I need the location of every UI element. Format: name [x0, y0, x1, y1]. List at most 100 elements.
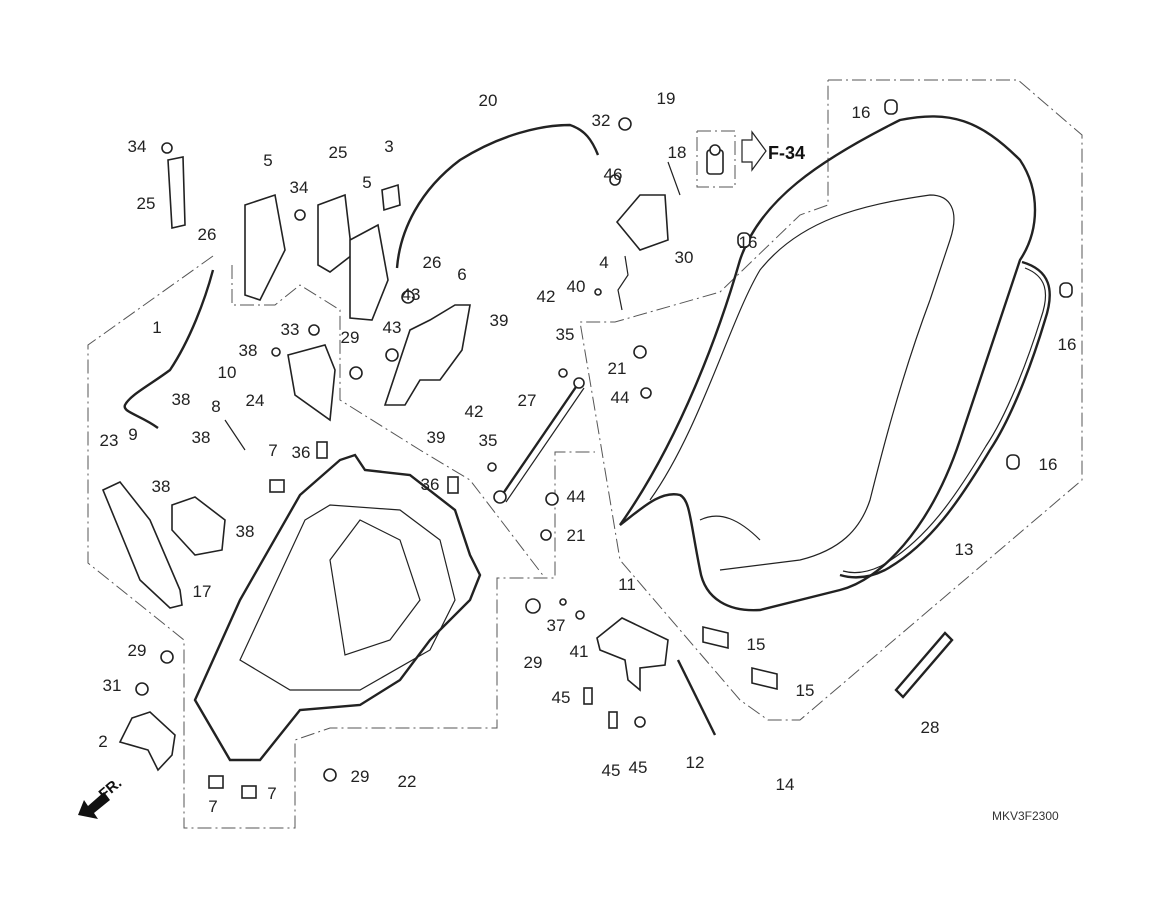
callout-26[interactable]: 26: [423, 253, 442, 272]
callout-7[interactable]: 7: [268, 441, 277, 460]
callout-28[interactable]: 28: [921, 718, 940, 737]
callout-44[interactable]: 44: [611, 388, 630, 407]
callout-25[interactable]: 25: [329, 143, 348, 162]
callout-42[interactable]: 42: [465, 402, 484, 421]
callout-33[interactable]: 33: [281, 320, 300, 339]
callout-23[interactable]: 23: [100, 431, 119, 450]
outline-seat: [579, 79, 1083, 721]
callout-36[interactable]: 36: [421, 475, 440, 494]
callout-16[interactable]: 16: [1058, 335, 1077, 354]
callout-45[interactable]: 45: [602, 761, 621, 780]
callout-35[interactable]: 35: [556, 325, 575, 344]
latch-lever-part: [617, 255, 629, 311]
seat-trim-part[interactable]: [839, 260, 1051, 579]
diagram-code: MKV3F2300: [992, 809, 1059, 823]
hinge-part: [596, 617, 669, 692]
callout-31[interactable]: 31: [103, 676, 122, 695]
callout-38[interactable]: 38: [172, 390, 191, 409]
callout-35[interactable]: 35: [479, 431, 498, 450]
callout-37[interactable]: 37: [547, 616, 566, 635]
callout-39[interactable]: 39: [427, 428, 446, 447]
callout-38[interactable]: 38: [236, 522, 255, 541]
callout-18[interactable]: 18: [668, 143, 687, 162]
callout-1[interactable]: 1: [152, 318, 161, 337]
seat-part[interactable]: [619, 115, 1037, 612]
callout-43[interactable]: 43: [383, 318, 402, 337]
callout-5[interactable]: 5: [362, 173, 371, 192]
gas-strut-part: [493, 377, 585, 504]
callout-24[interactable]: 24: [246, 391, 265, 410]
seat-bracket-part: [894, 631, 954, 699]
callout-25[interactable]: 25: [137, 194, 156, 213]
callout-34[interactable]: 34: [128, 137, 147, 156]
side-cover-part: [101, 481, 183, 609]
cable-part: [123, 269, 215, 429]
callout-46[interactable]: 46: [604, 165, 623, 184]
reference-arrow-icon[interactable]: [741, 130, 767, 172]
callout-17[interactable]: 17: [193, 582, 212, 601]
callout-7[interactable]: 7: [208, 797, 217, 816]
callout-7[interactable]: 7: [267, 784, 276, 803]
callout-11[interactable]: 11: [618, 575, 636, 594]
callout-39[interactable]: 39: [490, 311, 509, 330]
callout-27[interactable]: 27: [518, 391, 537, 410]
reference-link-f34[interactable]: F-34: [768, 143, 805, 163]
key-lock-icon: [706, 144, 724, 175]
callout-4[interactable]: 4: [599, 253, 608, 272]
callout-21[interactable]: 21: [608, 359, 627, 378]
front-direction-indicator: FR.: [78, 775, 125, 819]
rubber-block-parts: [702, 625, 778, 691]
callout-45[interactable]: 45: [552, 688, 571, 707]
callout-29[interactable]: 29: [128, 641, 147, 660]
callout-22[interactable]: 22: [398, 772, 417, 791]
luggage-box-part: [193, 453, 482, 762]
seat-cap-parts: [737, 99, 1073, 470]
callout-29[interactable]: 29: [351, 767, 370, 786]
callout-16[interactable]: 16: [852, 103, 871, 122]
callout-26[interactable]: 26: [198, 225, 217, 244]
callout-45[interactable]: 45: [629, 758, 648, 777]
callout-16[interactable]: 16: [739, 233, 758, 252]
callout-3[interactable]: 3: [384, 137, 393, 156]
callout-43[interactable]: 43: [402, 285, 421, 304]
callout-38[interactable]: 38: [239, 341, 258, 360]
callout-5[interactable]: 5: [263, 151, 272, 170]
lock-bracket-part: [383, 304, 471, 406]
callout-8[interactable]: 8: [211, 397, 220, 416]
lid-part: [287, 344, 336, 422]
mounting-plate-part: [118, 711, 176, 772]
callout-14[interactable]: 14: [776, 775, 795, 794]
callout-21[interactable]: 21: [567, 526, 586, 545]
callout-40[interactable]: 40: [567, 277, 586, 296]
callout-38[interactable]: 38: [152, 477, 171, 496]
callout-10[interactable]: 10: [218, 363, 237, 382]
callout-36[interactable]: 36: [292, 443, 311, 462]
callout-19[interactable]: 19: [657, 89, 676, 108]
actuator-right-part: [349, 223, 389, 321]
callout-12[interactable]: 12: [686, 753, 705, 772]
callout-38[interactable]: 38: [192, 428, 211, 447]
callout-2[interactable]: 2: [98, 732, 107, 751]
callout-30[interactable]: 30: [675, 248, 694, 267]
seat-cable-part: [395, 123, 600, 269]
actuator-left-part: [244, 193, 286, 301]
callout-labels: 1234556777891011121314151516161616171819…: [98, 89, 1076, 816]
callout-6[interactable]: 6: [457, 265, 466, 284]
callout-16[interactable]: 16: [1039, 455, 1058, 474]
callout-9[interactable]: 9: [128, 425, 137, 444]
callout-42[interactable]: 42: [537, 287, 556, 306]
callout-15[interactable]: 15: [747, 635, 766, 654]
switch-part: [381, 183, 401, 212]
callout-13[interactable]: 13: [955, 540, 974, 559]
callout-32[interactable]: 32: [592, 111, 611, 130]
arrow-front-icon: [78, 792, 110, 819]
callout-41[interactable]: 41: [570, 642, 589, 661]
callout-29[interactable]: 29: [524, 653, 543, 672]
callout-34[interactable]: 34: [290, 178, 309, 197]
callout-44[interactable]: 44: [567, 487, 586, 506]
callout-20[interactable]: 20: [479, 91, 498, 110]
callout-15[interactable]: 15: [796, 681, 815, 700]
callout-29[interactable]: 29: [341, 328, 360, 347]
hardware-parts: [135, 117, 681, 799]
